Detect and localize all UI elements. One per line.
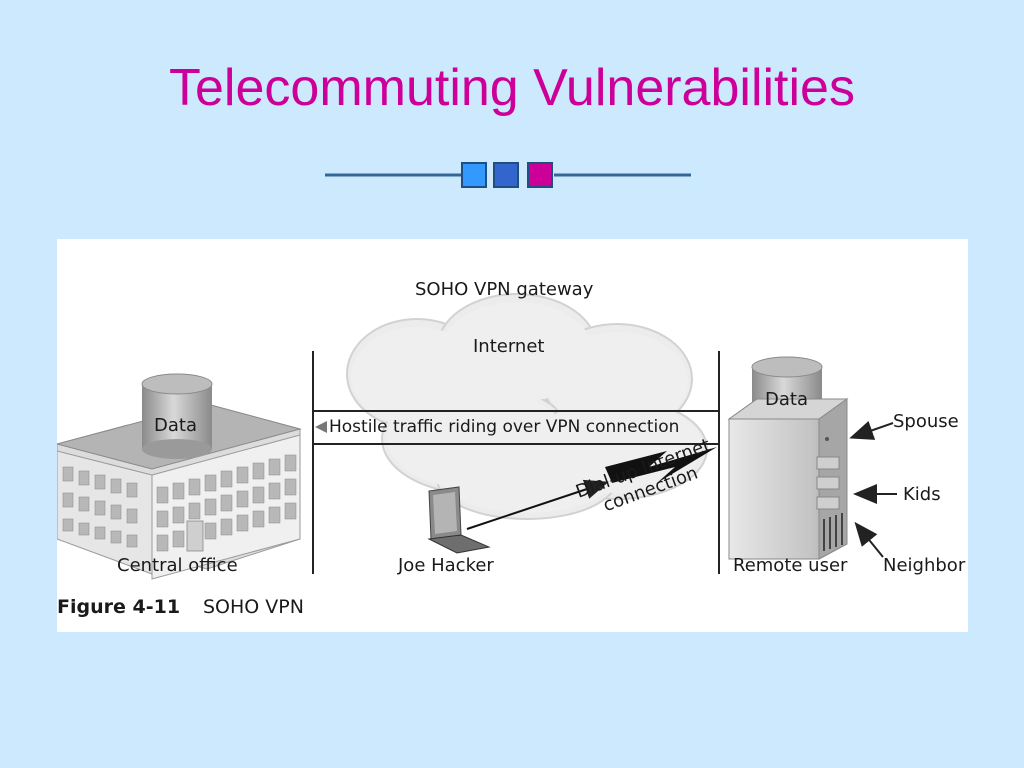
vpn-diagram (57, 293, 897, 580)
hostile-traffic-label: Hostile traffic riding over VPN connecti… (329, 417, 680, 437)
remote-user-label: Remote user (733, 555, 848, 576)
remote-data-label: Data (765, 389, 808, 410)
spouse-arrow (849, 420, 894, 440)
neighbor-label: Neighbor (883, 555, 966, 576)
slide-title: Telecommuting Vulnerabilities (169, 59, 855, 117)
central-office-label: Central office (117, 555, 238, 576)
hostile-arrow-icon (315, 421, 327, 433)
kids-label: Kids (903, 484, 941, 505)
cloud-label: Internet (473, 336, 545, 357)
lightning-icon (605, 447, 717, 483)
database-icon (141, 373, 213, 459)
laptop-icon (427, 486, 491, 554)
soho-vpn-figure: SOHO VPN gateway Internet Data Data Host… (57, 239, 968, 632)
tower-pc-icon (727, 398, 849, 560)
spouse-label: Spouse (893, 411, 959, 432)
dialup-link-line (466, 479, 609, 530)
figure-number: Figure 4-11 (57, 596, 181, 618)
joe-hacker-label: Joe Hacker (398, 555, 494, 576)
neighbor-arrow (854, 521, 884, 558)
figure-caption: SOHO VPN (203, 596, 304, 618)
title-divider (325, 162, 691, 188)
central-data-label: Data (154, 415, 197, 436)
gateway-label: SOHO VPN gateway (415, 279, 594, 300)
